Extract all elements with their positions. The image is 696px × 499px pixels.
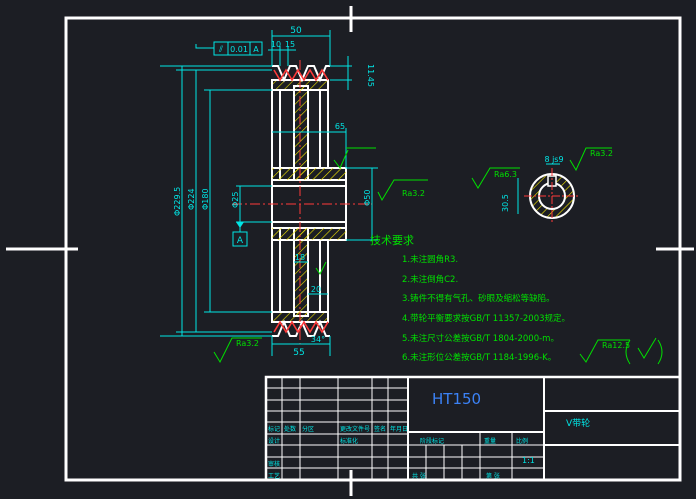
tech-item-4: 4.带轮平衡要求按GB/T 11357-2003规定。 [402, 313, 570, 324]
label-stage: 阶段标记 [420, 437, 444, 445]
label-process: 工艺 [268, 472, 280, 480]
dim-top-inner-1: 10 [271, 40, 281, 49]
groove-outline-bottom [273, 320, 329, 334]
dim-groove-angle: 34° [311, 335, 325, 344]
pulley-section [232, 60, 372, 344]
part-name-text: V带轮 [566, 417, 590, 429]
tech-item-5: 5.未注尺寸公差按GB/T 1804-2000-m。 [402, 333, 559, 344]
roughness-texts: Ra3.2 Ra6.3 Ra3.2 Ra3.2 Ra12.5 [236, 149, 630, 350]
dim-bore: Φ25 [231, 192, 240, 208]
title-block-texts: 标记 处数 分区 更改文件号 签名 年月日 设计 审核 工艺 标准化 阶段标记 … [268, 425, 528, 480]
material-text: HT150 [432, 390, 481, 408]
dim-diameter-224: Φ224 [187, 188, 196, 210]
datum-label: A [237, 236, 244, 246]
label-design: 设计 [268, 437, 280, 445]
roughness-top: Ra3.2 [402, 189, 425, 198]
roughness-keyway-left: Ra6.3 [494, 170, 517, 179]
label-sheet-no: 第 张 [486, 472, 500, 480]
label-ratio: 比例 [516, 437, 528, 445]
hub-hatch-bottom [272, 228, 346, 240]
label-review: 审核 [268, 460, 280, 468]
dim-diameter-180: Φ180 [201, 188, 210, 210]
dim-groove-depth: 11.45 [366, 64, 375, 87]
tolerance-datum: A [253, 45, 259, 54]
header-change: 更改文件号 [340, 425, 370, 433]
tech-requirements: 技术要求 1.未注圆角R3. 2.未注倒角C2. 3.铸件不得有气孔、砂眼及缩松… [370, 234, 570, 363]
dim-bottom-20: 20 [311, 285, 321, 294]
scale-text: 1:1 [522, 456, 535, 465]
web-lower [293, 227, 309, 317]
tolerance-frame: ⫽ 0.01 A [195, 41, 263, 56]
tolerance-symbol: ⫽ [218, 45, 223, 55]
header-zone: 分区 [302, 425, 314, 433]
hub-hatch-top [272, 168, 346, 180]
label-standard: 标准化 [340, 437, 358, 445]
dim-outer-diameter: Φ229.5 [173, 187, 182, 216]
dim-top-width: 50 [290, 26, 302, 36]
groove-outline-top [273, 68, 329, 82]
center-marks [6, 6, 694, 496]
dim-top-inner-2: 15 [285, 40, 295, 49]
tech-item-6: 6.未注形位公差按GB/T 1184-1996-K。 [402, 352, 556, 363]
header-count: 处数 [284, 425, 296, 433]
web-upper [293, 85, 309, 181]
roughness-keyway-right: Ra3.2 [590, 149, 613, 158]
datum-marker: A [232, 222, 248, 247]
roughness-bottom: Ra3.2 [236, 339, 259, 348]
dim-hub-width: 65 [335, 122, 345, 131]
dimension-texts: 50 10 15 11.45 65 Φ229.5 Φ224 Φ180 Φ25 Φ… [173, 26, 375, 358]
header-mark: 标记 [268, 425, 280, 433]
roughness-symbols [213, 147, 663, 365]
tech-item-1: 1.未注圆角R3. [402, 254, 458, 265]
header-date: 年月日 [390, 425, 408, 433]
dim-keyway-width: 8 js9 [544, 155, 563, 164]
keyway-section: 8 js9 30.5 [501, 155, 580, 222]
dim-hub-diameter: Φ50 [363, 190, 372, 206]
tech-item-3: 3.铸件不得有气孔、砂眼及缩松等缺陷。 [402, 293, 555, 304]
dim-bottom-width: 55 [293, 348, 304, 358]
dimension-lines [160, 30, 378, 356]
tolerance-value: 0.01 [230, 45, 248, 54]
title-block [264, 375, 682, 482]
dim-web-thickness: 18 [295, 253, 305, 262]
roughness-general: Ra12.5 [602, 341, 630, 350]
tech-item-2: 2.未注倒角C2. [402, 274, 458, 285]
label-weight: 重量 [484, 437, 496, 445]
dim-keyway-depth: 30.5 [501, 194, 510, 212]
header-sign: 签名 [374, 425, 386, 433]
label-total-sheets: 共 张 [412, 472, 426, 480]
tech-title: 技术要求 [370, 234, 414, 247]
